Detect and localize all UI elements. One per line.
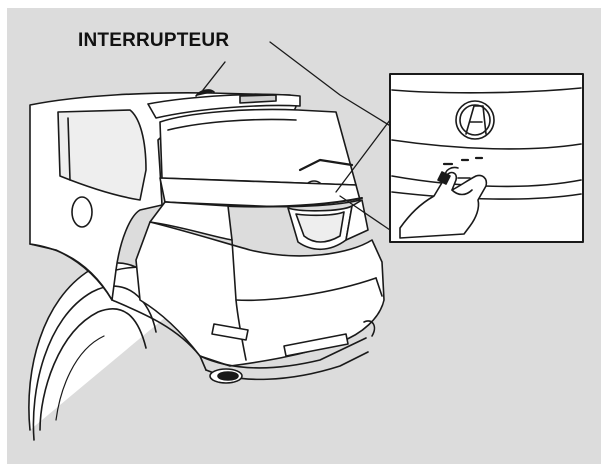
inset-detail xyxy=(389,73,584,243)
hand-press-icon xyxy=(399,166,488,239)
zoom-line-bottom xyxy=(339,195,391,231)
callout-label: INTERRUPTEUR xyxy=(78,30,230,51)
zoom-line-top xyxy=(335,119,391,193)
rear-bumper xyxy=(135,221,385,384)
tailgate xyxy=(149,108,369,251)
roof-spoiler xyxy=(147,61,301,119)
acura-logo-icon xyxy=(455,100,495,140)
